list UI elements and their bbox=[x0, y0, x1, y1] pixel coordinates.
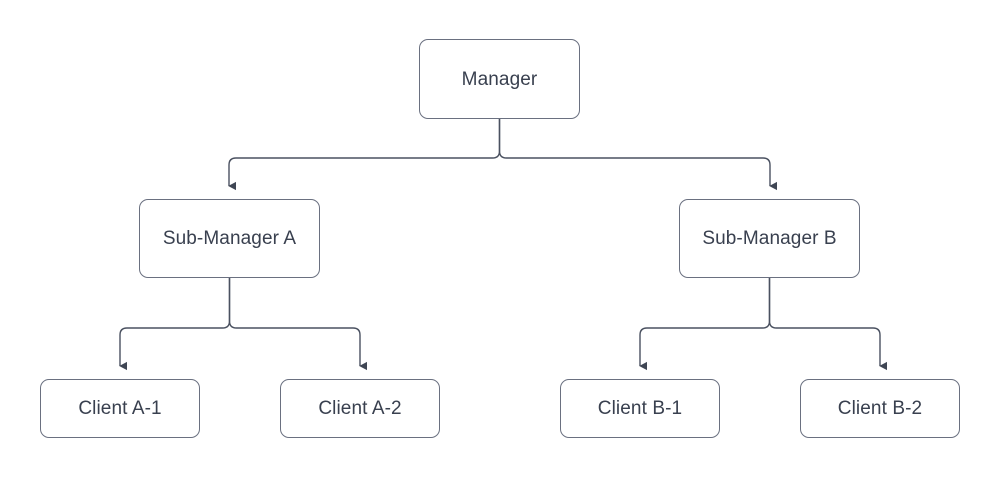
edge-sub-manager-a-to-client-a2 bbox=[228, 278, 367, 371]
node-client-a1-label: Client A-1 bbox=[78, 398, 162, 419]
edge-sub-manager-a-to-client-a1 bbox=[119, 278, 231, 371]
node-client-b1-label: Client B-1 bbox=[597, 398, 683, 419]
node-sub-manager-a-label: Sub-Manager A bbox=[162, 228, 297, 249]
edge-sub-manager-b-to-client-b1 bbox=[639, 278, 771, 371]
node-sub-manager-a[interactable]: Sub-Manager A bbox=[139, 199, 320, 278]
node-client-a1[interactable]: Client A-1 bbox=[40, 379, 200, 438]
node-client-b1[interactable]: Client B-1 bbox=[560, 379, 720, 438]
node-client-a2[interactable]: Client A-2 bbox=[280, 379, 440, 438]
node-sub-manager-b[interactable]: Sub-Manager B bbox=[679, 199, 860, 278]
edge-sub-manager-b-to-client-b2 bbox=[768, 278, 887, 371]
node-client-a2-label: Client A-2 bbox=[318, 398, 402, 419]
node-sub-manager-b-label: Sub-Manager B bbox=[702, 228, 837, 249]
node-client-b2[interactable]: Client B-2 bbox=[800, 379, 960, 438]
node-manager-label: Manager bbox=[461, 68, 538, 90]
edge-manager-to-sub-manager-a bbox=[228, 119, 501, 191]
edge-manager-to-sub-manager-b bbox=[498, 119, 777, 191]
node-client-b2-label: Client B-2 bbox=[837, 398, 923, 419]
node-manager[interactable]: Manager bbox=[419, 39, 580, 119]
